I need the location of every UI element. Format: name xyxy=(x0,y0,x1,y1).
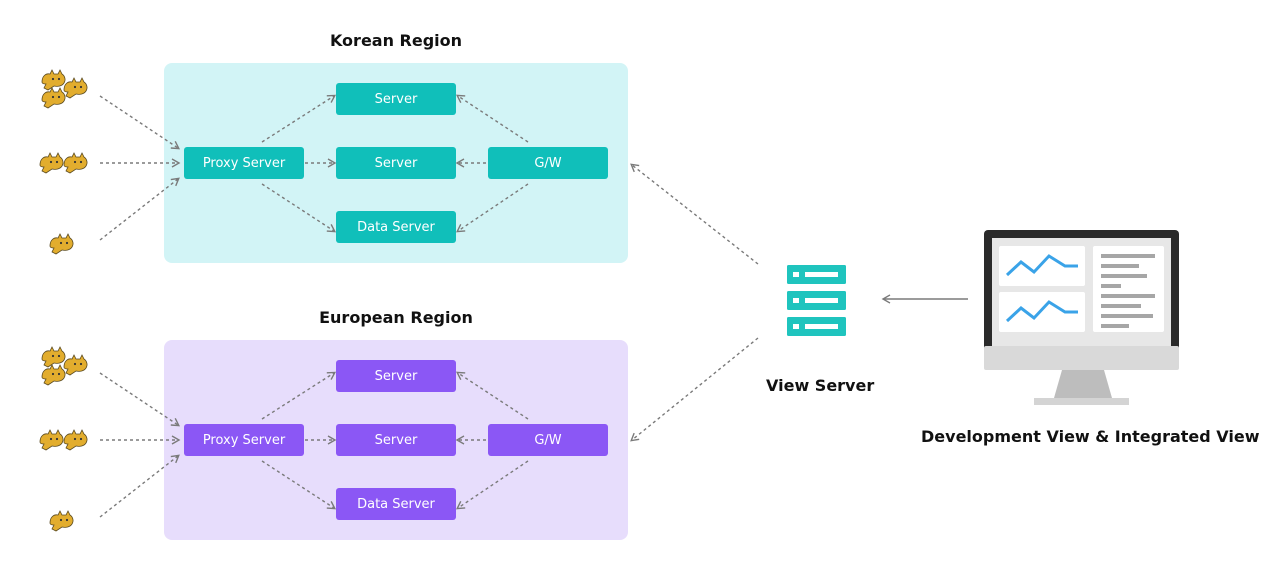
tomcat-cat-icon xyxy=(41,87,66,109)
edge-agent3-proxy-kr xyxy=(99,177,180,241)
edge-proxy-server-top-kr xyxy=(261,94,337,143)
korean-agent-group-3 xyxy=(49,233,74,255)
edge-gw-server-top-kr xyxy=(455,94,529,143)
tomcat-cat-icon xyxy=(41,69,66,91)
edge-agent1-proxy-eu xyxy=(99,372,181,427)
tomcat-cat-icon xyxy=(39,429,64,451)
european-proxy-server: Proxy Server xyxy=(184,424,304,456)
european-server-top: Server xyxy=(336,360,456,392)
tomcat-cat-icon xyxy=(63,354,88,376)
tomcat-cat-icon xyxy=(49,233,74,255)
edge-gw-server-top-eu xyxy=(455,371,529,420)
korean-region-title: Korean Region xyxy=(329,31,463,50)
server-stack-icon xyxy=(787,265,846,336)
tomcat-cat-icon xyxy=(41,346,66,368)
edge-view-server-european xyxy=(630,337,759,442)
edge-gw-data-server-kr xyxy=(455,183,529,233)
european-region-title: European Region xyxy=(319,308,473,327)
european-agent-group-1 xyxy=(41,346,88,386)
european-gateway: G/W xyxy=(488,424,608,456)
monitor-dashboard-icon xyxy=(984,230,1179,405)
korean-server-top: Server xyxy=(336,83,456,115)
tomcat-cat-icon xyxy=(63,429,88,451)
view-server-label: View Server xyxy=(766,376,875,395)
edge-proxy-data-server-eu xyxy=(261,460,337,510)
tomcat-cat-icon xyxy=(63,77,88,99)
korean-server-middle: Server xyxy=(336,147,456,179)
korean-gateway: G/W xyxy=(488,147,608,179)
edge-agent1-proxy-kr xyxy=(99,95,181,150)
edge-proxy-server-top-eu xyxy=(261,371,337,420)
korean-agent-group-1 xyxy=(41,69,88,109)
korean-proxy-server: Proxy Server xyxy=(184,147,304,179)
european-server-middle: Server xyxy=(336,424,456,456)
edge-proxy-data-server-kr xyxy=(261,183,337,233)
edge-gw-data-server-eu xyxy=(455,460,529,510)
tomcat-cat-icon xyxy=(63,152,88,174)
korean-data-server: Data Server xyxy=(336,211,456,243)
european-agent-group-2 xyxy=(39,429,88,451)
monitor-label: Development View & Integrated View xyxy=(921,427,1260,446)
european-data-server: Data Server xyxy=(336,488,456,520)
tomcat-cat-icon xyxy=(39,152,64,174)
tomcat-cat-icon xyxy=(41,364,66,386)
tomcat-cat-icon xyxy=(49,510,74,532)
edge-view-server-korean xyxy=(630,163,759,265)
european-agent-group-3 xyxy=(49,510,74,532)
korean-agent-group-2 xyxy=(39,152,88,174)
edge-agent3-proxy-eu xyxy=(99,454,180,518)
